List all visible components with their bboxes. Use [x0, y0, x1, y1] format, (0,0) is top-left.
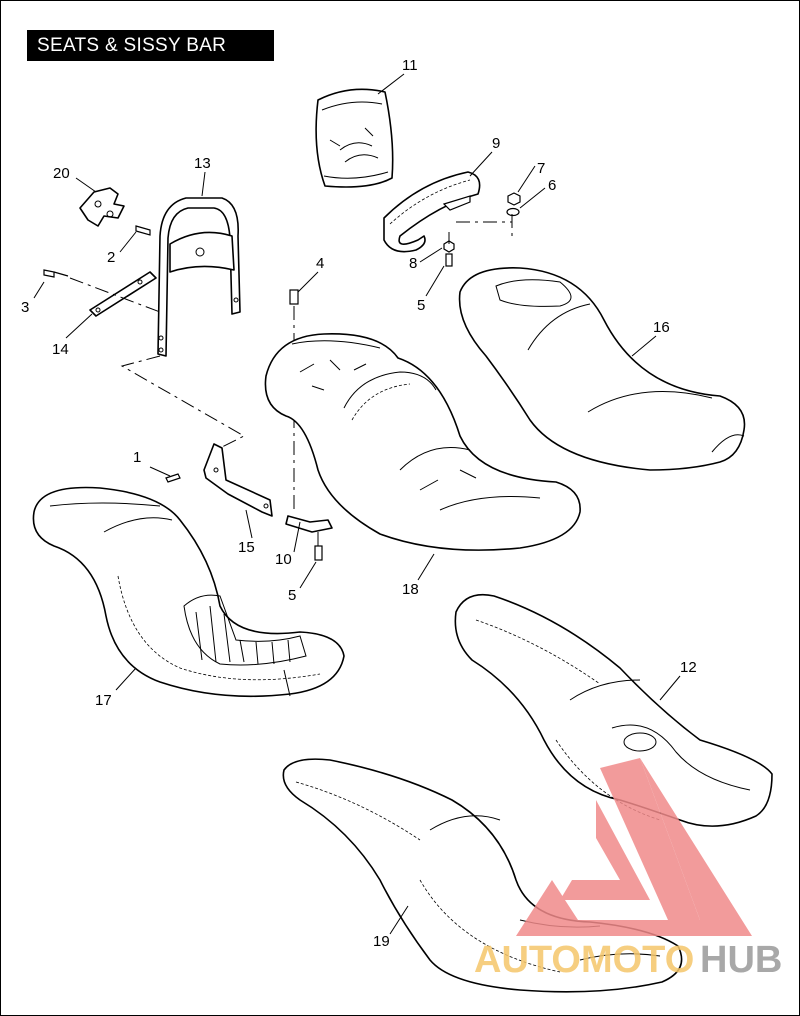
callout-14: 14: [52, 341, 69, 358]
callout-labels: 1 2 3 4 5 5 6 7 8 9 10 11 12 13 14 15 16…: [21, 57, 697, 950]
callout-8: 8: [409, 255, 417, 272]
small-bracket: [79, 187, 125, 227]
callout-20: 20: [53, 165, 70, 182]
sissy-bar-upright: [157, 197, 241, 357]
callout-9: 9: [492, 135, 500, 152]
callout-3: 3: [21, 299, 29, 316]
callout-13: 13: [194, 155, 211, 172]
callout-16: 16: [653, 319, 670, 336]
page-title: SEATS & SISSY BAR: [27, 30, 274, 61]
mounting-bracket: [203, 443, 273, 517]
callout-18: 18: [402, 581, 419, 598]
backrest-pad: [315, 88, 394, 188]
callout-2: 2: [107, 249, 115, 266]
seat-18: [264, 333, 581, 551]
callout-17: 17: [95, 692, 112, 709]
watermark-text-secondary: HUB: [700, 939, 782, 981]
side-plate: [89, 271, 157, 317]
watermark-logo: AUTOMOTO HUB: [474, 758, 782, 981]
watermark-text-primary: AUTOMOTO: [474, 939, 694, 981]
seat-16: [458, 267, 746, 471]
callout-10: 10: [275, 551, 292, 568]
backrest-strap: [383, 171, 481, 253]
seat-12: [454, 593, 773, 827]
callout-1: 1: [133, 449, 141, 466]
callout-5a: 5: [417, 297, 425, 314]
callout-6: 6: [548, 177, 556, 194]
leader-lines: [33, 73, 681, 935]
callout-19: 19: [373, 933, 390, 950]
front-mount-bracket: [285, 289, 333, 561]
seat-17: [32, 486, 345, 698]
callout-7: 7: [537, 160, 545, 177]
callout-15: 15: [238, 539, 255, 556]
callout-11: 11: [402, 57, 418, 74]
callout-12: 12: [680, 659, 697, 676]
callout-4: 4: [316, 255, 324, 272]
callout-5b: 5: [288, 587, 296, 604]
